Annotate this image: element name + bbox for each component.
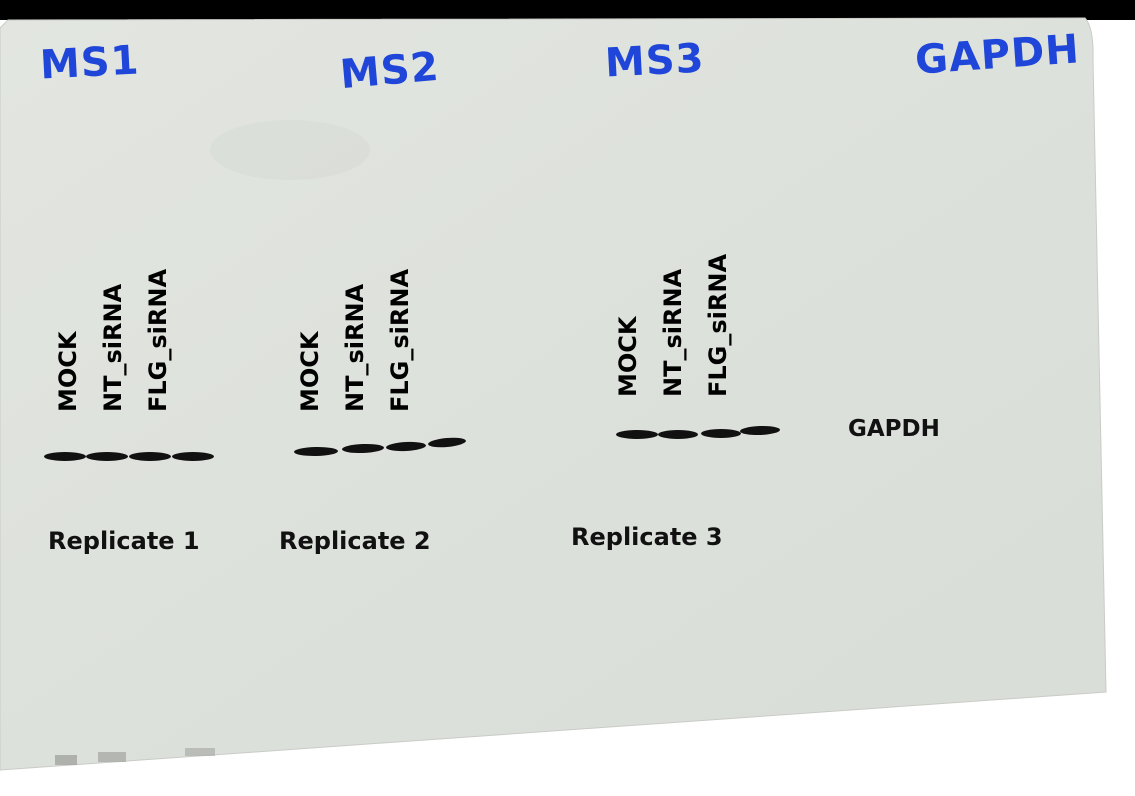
- band-rep1-lane3: [129, 452, 171, 461]
- replicate-2-label: Replicate 2: [279, 527, 431, 555]
- handwritten-label-ms1: MS1: [38, 37, 141, 89]
- handwritten-label-ms3: MS3: [603, 35, 706, 87]
- band-rep1-lane2: [86, 452, 128, 461]
- band-rep3-lane2: [658, 430, 698, 439]
- replicate-1-label: Replicate 1: [48, 527, 200, 555]
- band-rep1-lane1: [44, 452, 86, 461]
- target-protein-label: GAPDH: [848, 416, 940, 442]
- band-rep3-lane1: [616, 430, 658, 439]
- handwritten-label-ms2: MS2: [338, 43, 442, 99]
- band-rep1-lane4: [172, 452, 214, 461]
- top-black-strip: [0, 0, 1135, 20]
- band-rep3-lane3: [701, 429, 741, 438]
- replicate-3-label: Replicate 3: [571, 523, 723, 551]
